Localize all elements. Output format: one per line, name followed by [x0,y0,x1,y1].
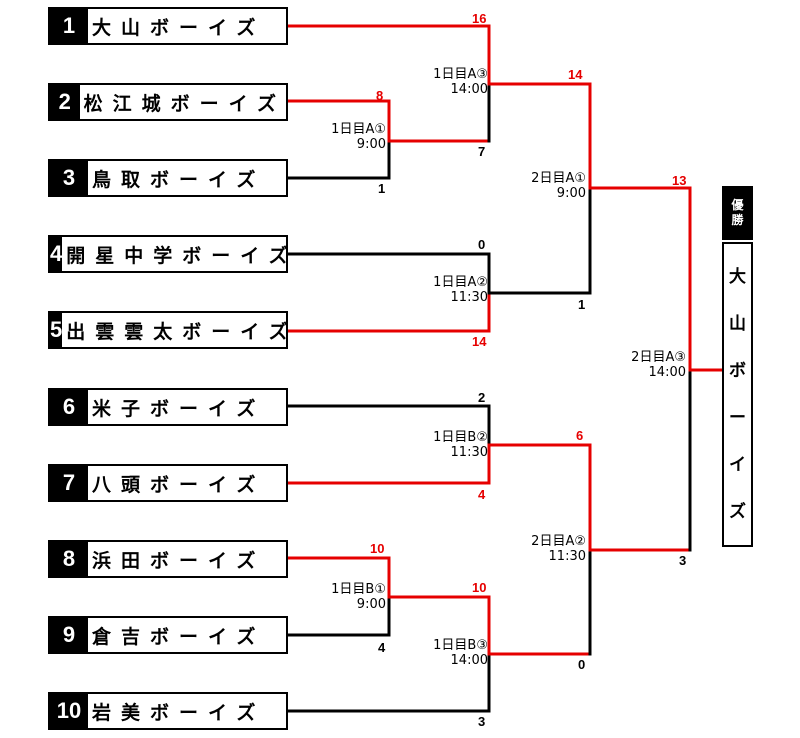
seed-badge: 6 [50,390,88,424]
score-m7-top: 14 [568,67,583,82]
score-m8-top: 6 [576,428,584,443]
match-name: 1日目A③ [433,67,488,82]
seed-badge: 8 [50,542,88,576]
champion-name-char: ー [729,407,746,428]
team-name: 鳥取ボーイズ [92,168,266,191]
seed-badge: 5 [50,313,63,347]
seed-badge: 4 [50,237,63,271]
match-time: 9:00 [356,137,386,152]
champion-name-char: 大 [729,267,746,288]
score-m6-bottom: 3 [478,714,486,729]
seed-badge: 1 [50,9,88,43]
match-time: 9:00 [356,597,386,612]
score-m1-bottom: 1 [378,181,386,196]
champion-name-char: ボ [729,361,746,382]
score-m2-bottom: 7 [478,144,486,159]
team-name: 浜田ボーイズ [92,549,266,572]
match-name: 1日目B② [433,430,488,445]
champion-heading: 優 勝 [722,186,753,240]
score-m5-top: 10 [370,541,385,556]
match-time: 14:00 [450,82,488,97]
score-m9-bottom: 3 [679,553,687,568]
match-name: 2日目A① [531,171,586,186]
team-name: 出雲雲太ボーイズ [66,320,298,343]
score-m7-bottom: 1 [578,297,586,312]
match-time: 14:00 [648,365,686,380]
team-name: 松江城ボーイズ [83,92,286,115]
champion-heading-char: 優 [731,198,744,212]
match-time: 11:30 [548,549,586,564]
champion-heading-char: 勝 [731,213,744,227]
champion-name-char: イ [729,454,746,475]
score-m4-top: 2 [478,390,486,405]
team-name: 倉吉ボーイズ [92,625,266,648]
score-m5-bottom: 4 [378,640,386,655]
match-name: 1日目B③ [433,638,488,653]
score-m8-bottom: 0 [578,657,586,672]
score-m6-top: 10 [472,580,487,595]
team-name: 開星中学ボーイズ [66,244,298,267]
team-name: 米子ボーイズ [92,397,266,420]
match-name: 2日目A③ [631,350,686,365]
match-name: 1日目A① [331,122,386,137]
score-m4-bottom: 4 [478,487,486,502]
match-name: 2日目A② [531,534,586,549]
score-m3-top: 0 [478,237,486,252]
match-time: 14:00 [450,653,488,668]
seed-badge: 9 [50,618,88,652]
score-m1-top: 8 [376,88,384,103]
champion-name-char: 山 [729,314,746,335]
score-m3-bottom: 14 [472,334,487,349]
match-time: 11:30 [450,445,488,460]
match-name: 1日目A② [433,275,488,290]
score-m2-top: 16 [472,11,487,26]
seed-badge: 2 [50,85,80,119]
score-m9-top: 13 [672,173,687,188]
seed-badge: 7 [50,466,88,500]
match-time: 9:00 [556,186,586,201]
champion-name-char: ズ [729,501,746,522]
team-name: 大山ボーイズ [92,16,266,39]
seed-badge: 3 [50,161,88,195]
champion-name-box: 大 山 ボ ー イ ズ [722,242,753,547]
match-name: 1日目B① [331,582,386,597]
seed-badge: 10 [50,694,88,728]
team-name: 岩美ボーイズ [92,701,266,724]
team-name: 八頭ボーイズ [92,473,266,496]
match-time: 11:30 [450,290,488,305]
